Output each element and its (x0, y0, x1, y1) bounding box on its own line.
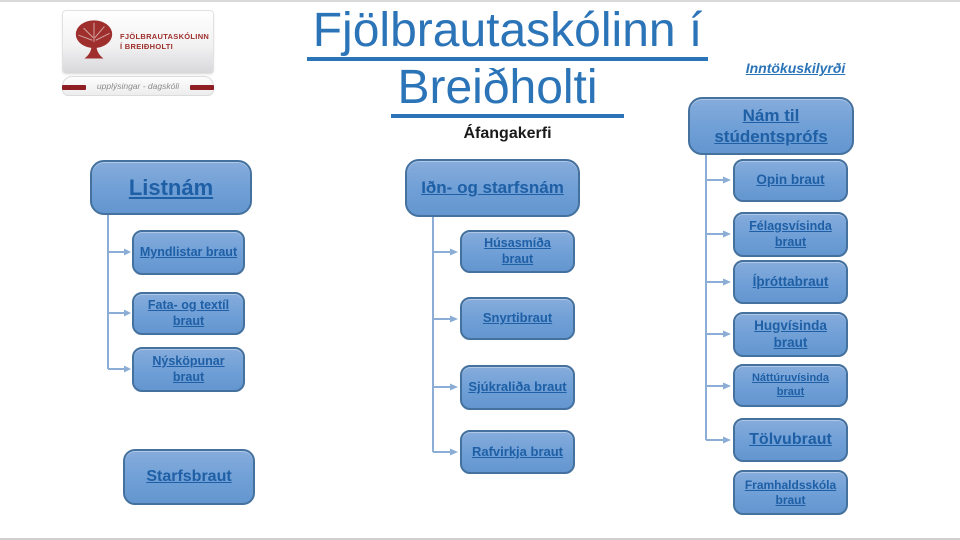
node-snyrtibraut[interactable]: Snyrtibraut (460, 297, 575, 340)
inntokuskilyrdi-link[interactable]: Inntökuskilyrði (745, 60, 846, 76)
logo-name: FJÖLBRAUTASKÓLINN Í BREIÐHOLTI (120, 32, 209, 52)
logo-name-line1: FJÖLBRAUTASKÓLINN (120, 31, 210, 41)
logo-banner-bar-right (190, 85, 214, 90)
node-ithrottabraut[interactable]: Íþróttabraut (733, 260, 848, 304)
node-fata-og-textil-braut[interactable]: Fata- og textíl braut (132, 292, 245, 335)
node-idn-og-starfsnam[interactable]: Iðn- og starfsnám (405, 159, 580, 217)
node-starfsbraut[interactable]: Starfsbraut (123, 449, 255, 505)
logo-banner-bar-left (62, 85, 86, 90)
node-nam-til-studentsprofs[interactable]: Nám til stúdentsprófs (688, 97, 854, 155)
node-rafvirkja-braut[interactable]: Rafvirkja braut (460, 430, 575, 474)
logo-tree-icon (75, 20, 113, 59)
title-line-1[interactable]: Fjölbrautaskólinn í (306, 4, 709, 61)
school-logo: FJÖLBRAUTASKÓLINN Í BREIÐHOLTI upplýsing… (62, 10, 214, 98)
node-opin-braut[interactable]: Opin braut (733, 159, 848, 202)
node-nyskopunar-braut[interactable]: Nýsköpunar braut (132, 347, 245, 392)
node-natturuvisinda-braut[interactable]: Náttúruvísinda braut (733, 364, 848, 407)
subtitle: Áfangakerfi (463, 125, 552, 142)
node-framhaldsskola-braut[interactable]: Framhaldsskóla braut (733, 470, 848, 515)
node-tolvubraut[interactable]: Tölvubraut (733, 418, 848, 462)
node-sjukralida-braut[interactable]: Sjúkraliða braut (460, 365, 575, 410)
logo-tagline: upplýsingar - dagskóli (96, 81, 180, 91)
logo-tagline-banner: upplýsingar - dagskóli (62, 76, 214, 96)
title-line-2[interactable]: Breiðholti (391, 61, 624, 118)
node-hugvisinda-braut[interactable]: Hugvísinda braut (733, 312, 848, 357)
node-husasmida-braut[interactable]: Húsasmíða braut (460, 230, 575, 273)
node-felagsvisinda-braut[interactable]: Félagsvísinda braut (733, 212, 848, 257)
page-title: Fjölbrautaskólinn í Breiðholti Áfangaker… (295, 4, 720, 143)
logo-name-line2: Í BREIÐHOLTI (120, 42, 174, 51)
logo-card: FJÖLBRAUTASKÓLINN Í BREIÐHOLTI (62, 10, 214, 74)
node-myndlistar-braut[interactable]: Myndlistar braut (132, 230, 245, 275)
node-listnam[interactable]: Listnám (90, 160, 252, 215)
